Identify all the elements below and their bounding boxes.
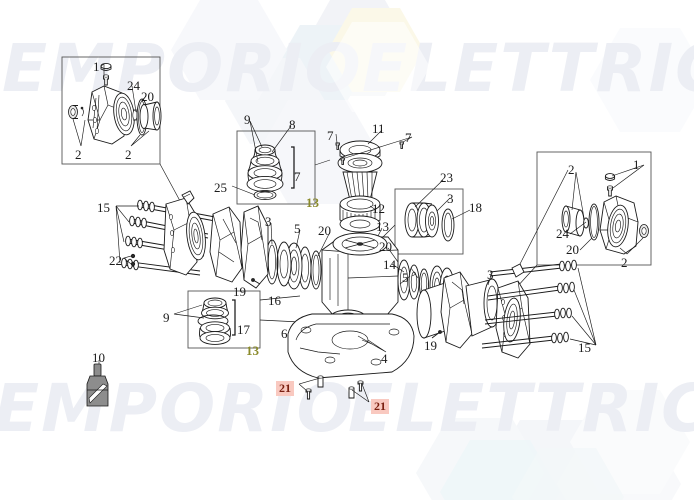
callout-24-topleft: 24 [127,78,140,93]
inset-box-right [536,151,652,266]
callout-20-center: 20 [379,239,392,254]
inset-box-right-mid [394,188,464,255]
callout-16: 16 [268,293,281,308]
callout-21-left: 21 [276,381,294,396]
callout-12: 12 [372,201,385,216]
callout-15-right: 15 [578,340,591,355]
part-mounting-plate [287,313,415,400]
callout-18: 18 [469,200,482,215]
callout-13-bottom: 13 [246,343,259,358]
callout-25: 25 [214,180,227,195]
callout-5-middle: 5 [294,221,301,236]
callout-9-bottom: 9 [163,310,170,325]
callout-1-topleft: 1 [93,59,100,74]
part-motor-topleft [68,62,162,145]
callout-7-right: 7 [405,130,412,145]
inset-box-bottom-mid [187,290,261,349]
callout-3-right: 3 [487,267,494,282]
callout-17: 17 [237,322,250,337]
callout-20-topleft: 20 [141,89,154,104]
callout-4: 4 [381,351,388,366]
callout-7-left: 7 [327,128,334,143]
callout-24-right: 24 [556,226,569,241]
callout-11: 11 [372,121,385,136]
callout-1-right: 1 [633,157,640,172]
part-left-motor-assembly [121,190,216,276]
callout-15-left: 15 [97,200,110,215]
callout-19-right: 19 [424,338,437,353]
callout-2-topleft-a: 2 [75,147,82,162]
callout-22: 22 [109,253,122,268]
part-seal-kit-top [246,144,295,201]
callout-20-middle: 20 [318,223,331,238]
callout-2-right-bot: 2 [621,255,628,270]
callout-8-top: 8 [289,117,296,132]
part-motor-right-inset [561,173,649,255]
callout-9-top: 9 [244,112,251,127]
callout-13-top: 13 [306,195,319,210]
callout-14: 14 [383,257,396,272]
callout-13-center: 13 [376,219,389,234]
part-middle-bracket [209,205,269,289]
callout-5-right: 5 [402,270,409,285]
callout-23: 23 [440,170,453,185]
callout-19-left: 19 [233,284,246,299]
callout-6: 6 [281,326,288,341]
callout-2-topleft-b: 2 [125,147,132,162]
callout-2-right-top: 2 [568,162,575,177]
callout-10: 10 [92,350,105,365]
callout-3-inset: 3 [447,191,454,206]
callout-3-middle: 3 [265,214,272,229]
callout-20-right: 20 [566,242,579,257]
part-seal-kit-bottom [197,297,236,345]
callout-7-bracket: 7 [294,169,301,184]
part-oil-bottle [86,363,109,407]
callout-21-right: 21 [371,399,389,414]
part-bearing-kit [404,202,455,242]
part-right-motor-assembly [416,259,577,359]
